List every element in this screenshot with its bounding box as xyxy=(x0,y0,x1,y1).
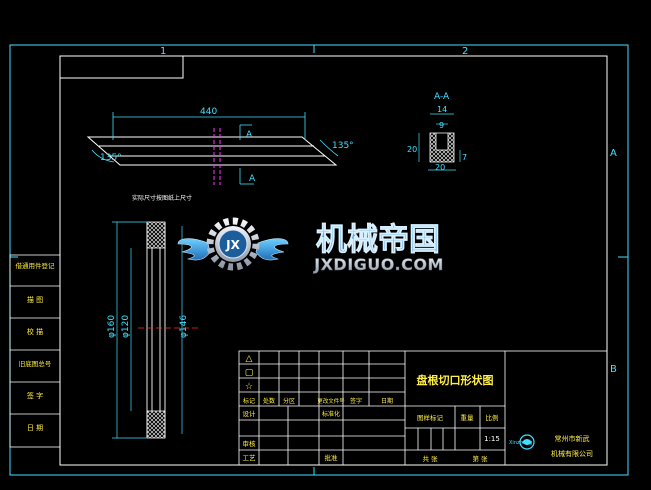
company-name-line1: 常州市新武 xyxy=(555,434,590,443)
company-logo-icon xyxy=(519,434,535,450)
checker-label: 审核 xyxy=(243,439,257,448)
process-label: 工艺 xyxy=(243,454,257,462)
stage-label: 图样标记 xyxy=(417,413,444,422)
zone-label-top-2: 2 xyxy=(462,46,468,57)
scale-value: 1:15 xyxy=(484,435,500,443)
scale-label: 比例 xyxy=(486,413,499,422)
revision-symbol-1: △ xyxy=(246,354,253,364)
sec-bottom-width: 20 xyxy=(435,163,445,172)
left-side-table xyxy=(9,254,61,448)
length-dim-label: 440 xyxy=(200,107,217,117)
watermark-cn-text: 机械帝国 xyxy=(316,222,440,258)
rev-header-sign: 签字 xyxy=(350,397,362,405)
designer-label: 设计 xyxy=(243,409,257,418)
section-a-a-view: A-A 14 9 20 7 20 xyxy=(407,92,467,172)
left-table-cell-1: 借通用件登记 xyxy=(16,261,56,270)
sec-height: 20 xyxy=(407,145,417,154)
revision-symbol-2: ▢ xyxy=(245,368,254,378)
wing-left-icon xyxy=(177,238,211,261)
section-marker-upper: A xyxy=(246,130,253,140)
left-table-cell-4: 旧底图总号 xyxy=(19,359,52,368)
dimension-note: 实际尺寸按图纸上尺寸 xyxy=(132,194,192,202)
ring-side-view: 实际尺寸按图纸上尺寸 φ160 φ120 φ146 xyxy=(107,194,200,439)
angle-left-label: 135° xyxy=(100,153,122,163)
dia-side-label: φ146 xyxy=(179,315,189,338)
section-title: A-A xyxy=(434,92,450,102)
zone-label-top-1: 1 xyxy=(160,46,166,57)
logo-letters: JX xyxy=(225,238,240,252)
packing-strip-view: 440 135° 135° A A xyxy=(86,107,354,185)
wing-right-icon xyxy=(255,238,289,261)
standardize-label: 标准化 xyxy=(322,410,340,418)
sheet-number: 第 张 xyxy=(472,454,488,463)
gear-icon xyxy=(206,217,260,271)
approve-label: 批准 xyxy=(325,453,339,462)
weight-label: 重量 xyxy=(461,414,475,422)
rev-header-count: 处数 xyxy=(263,397,275,405)
left-table-cell-6: 日 期 xyxy=(27,424,43,432)
watermark-en-text: JXDIGUO.COM xyxy=(313,255,444,274)
left-table-cell-2: 描 图 xyxy=(27,295,43,304)
company-mark: Xinzhong xyxy=(509,440,532,446)
title-block xyxy=(238,350,608,466)
section-marker-lower: A xyxy=(249,174,256,184)
rev-header-zone: 分区 xyxy=(283,397,295,405)
rev-header-mark: 标记 xyxy=(243,397,255,405)
angle-right-label: 135° xyxy=(332,141,354,151)
sheets-total: 共 张 xyxy=(422,454,438,463)
dia-inner-label: φ120 xyxy=(121,315,131,338)
company-name-line2: 机械有限公司 xyxy=(551,449,593,458)
sec-top-width: 14 xyxy=(437,105,447,114)
zone-label-right-b: B xyxy=(610,364,617,375)
watermark-logo: JX 机械帝国 JXDIGUO.COM xyxy=(177,217,444,274)
revision-symbol-3: ☆ xyxy=(245,382,253,392)
zone-label-right-a: A xyxy=(610,148,617,159)
rev-header-file: 更改文件号 xyxy=(317,397,345,405)
dia-outer-label: φ160 xyxy=(107,315,117,338)
drawing-name: 盘根切口形状图 xyxy=(417,373,494,387)
sec-side: 7 xyxy=(462,153,467,162)
left-table-cell-5: 签 字 xyxy=(27,391,43,400)
rev-header-date: 日期 xyxy=(381,397,393,405)
sec-inner-width: 9 xyxy=(439,121,444,130)
left-table-cell-3: 校 描 xyxy=(27,327,43,336)
